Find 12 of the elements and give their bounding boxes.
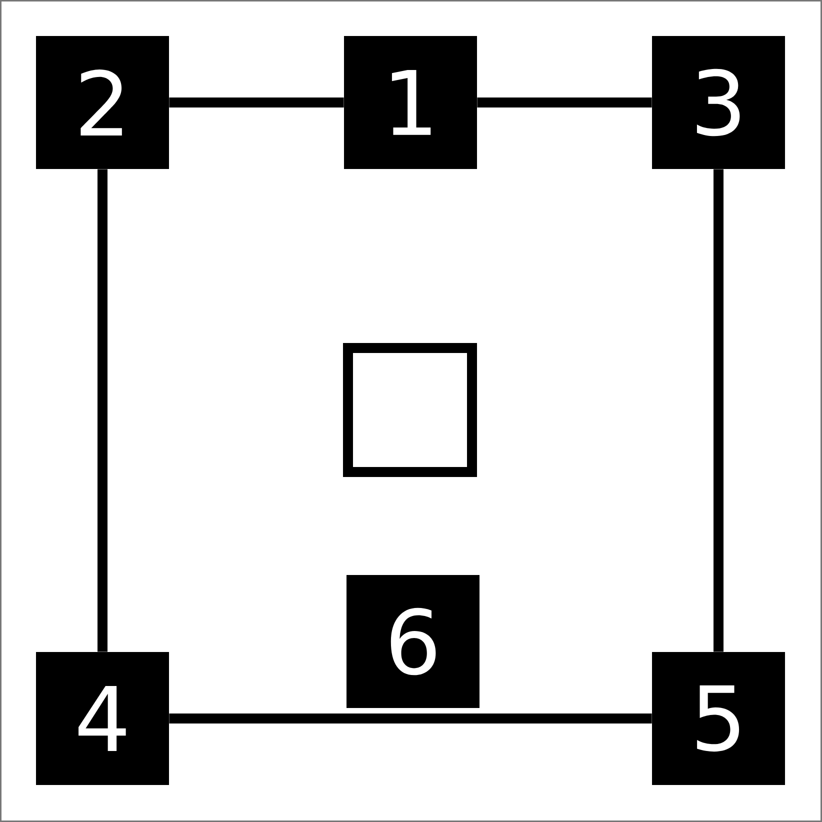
square-outline [343,343,477,477]
number-box: 4 [36,652,169,785]
number-box: 1 [344,36,477,169]
connector-line [98,169,108,652]
connector-line [714,169,724,652]
connector-line [169,98,344,108]
number-box: 2 [36,36,169,169]
number-box: 6 [346,575,480,708]
number-box: 5 [652,652,785,785]
number-box: 3 [652,36,785,169]
connector-line [169,714,652,724]
connector-line [477,98,652,108]
